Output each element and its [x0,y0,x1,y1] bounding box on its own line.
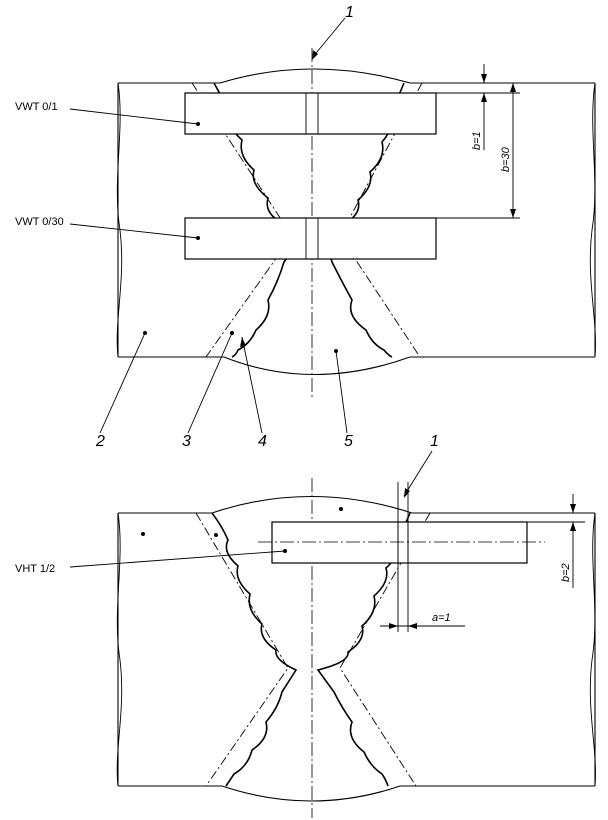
leader-callout-1-top [311,17,346,59]
label-vwt-0-1: VWT 0/1 [15,101,58,113]
specimen-vwt-0-1 [184,92,437,135]
callout-5: 5 [344,433,353,450]
specimen-vwt-0-30 [184,217,437,260]
arrow-b30-upper [510,83,516,92]
arrow-callout-1-top [312,50,318,60]
bottom-haz-right [339,512,431,787]
bottom-weld-cap-upper [211,496,413,514]
leader-callout-1-bottom [403,450,433,497]
arrow-b2-upper [570,504,576,513]
arrow-a1-left [389,623,398,629]
callout-1-top: 1 [345,4,354,21]
arrow-a1-right [408,623,417,629]
leader-vwt-0-30 [69,223,199,239]
leader-vwt-0-1 [69,108,199,125]
top-plate-break-left [116,82,123,358]
leader-2 [99,332,146,434]
label-vwt-0-30: VWT 0/30 [15,216,64,228]
bottom-figure [69,450,596,818]
bottom-fusion-line-left [211,512,298,787]
leader-4 [241,336,263,434]
top-weld-cap-upper [219,68,411,84]
dim-label-b2: b=2 [560,563,572,582]
leader-3 [187,332,233,434]
arrow-4 [240,337,246,347]
label-vht-1-2: VHT 1/2 [15,563,55,575]
callout-4: 4 [258,433,267,450]
dot-region-3-bottom [214,533,218,537]
callout-3: 3 [182,433,191,450]
bottom-haz-left [195,512,289,787]
dot-region-2-bottom [141,532,145,536]
arrow-b2-lower [570,522,576,531]
callouts-middle [99,332,348,434]
arrow-b1-lower [481,93,487,102]
arrow-b1-upper [481,74,487,83]
arrow-b30-lower [510,209,516,218]
bottom-plate-break-left [116,512,123,787]
top-plate-break-right [589,82,596,358]
leader-vht-1-2 [69,550,286,568]
callout-2: 2 [95,433,105,450]
leader-5 [335,350,348,434]
dim-label-b30: b=30 [500,146,512,172]
bottom-weld-cap-lower [221,785,401,802]
bottom-plate-break-right [589,512,596,787]
top-weld-cap-lower [223,356,411,376]
callout-1-bottom: 1 [430,433,439,450]
arrow-callout-1-bottom [404,488,410,498]
dim-label-a1: a=1 [432,612,451,624]
dot-region-5-bottom [339,507,343,511]
top-figure [69,17,596,400]
dim-label-b1: b=1 [471,131,483,150]
specimen-vht-1-2 [271,521,528,564]
